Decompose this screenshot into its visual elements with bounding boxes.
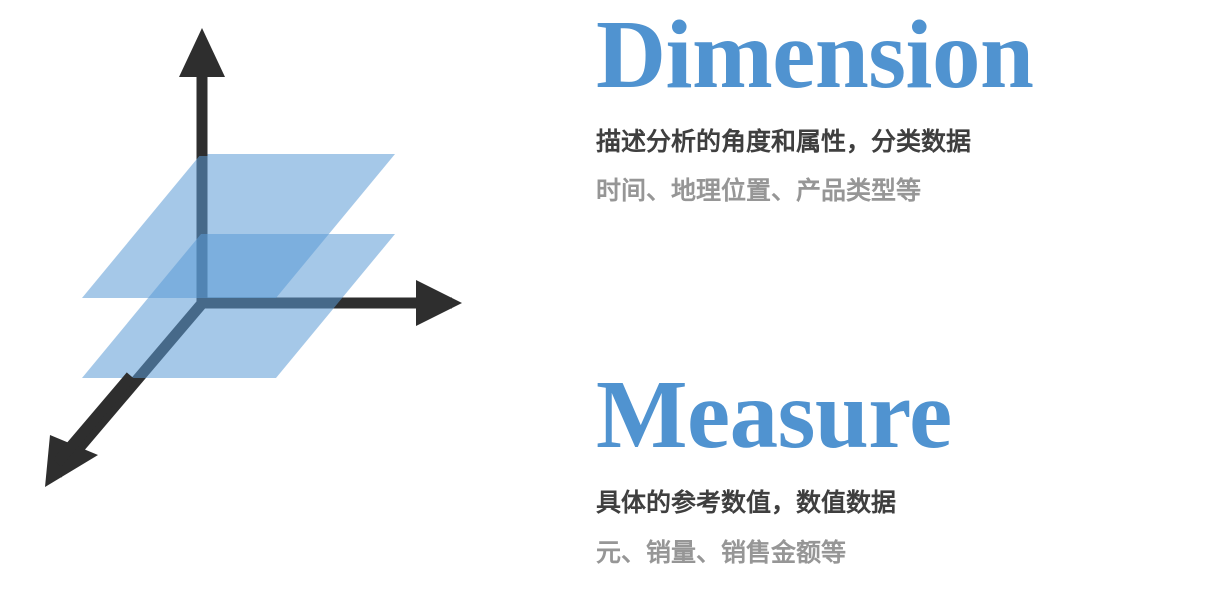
depth-axis-exposed [52,372,136,467]
dimension-heading: Dimension [596,1,1034,108]
text-column: Dimension 描述分析的角度和属性，分类数据 时间、地理位置、产品类型等 … [596,0,1218,614]
planes-group [82,154,395,378]
measure-heading: Measure [596,361,952,468]
lower-plane [82,234,395,378]
depth-axis-arrowhead [45,435,98,487]
vertical-axis-arrowhead [179,28,225,77]
dimension-measure-illustration [0,0,580,614]
section-measure: Measure 具体的参考数值，数值数据 元、销量、销售金额等 [596,358,1218,566]
axis-lines-front [52,60,452,467]
axes-diagram-svg [45,28,462,487]
measure-examples: 元、销量、销售金额等 [596,538,847,567]
upper-plane [82,154,395,298]
dimension-examples: 时间、地理位置、产品类型等 [596,176,922,205]
measure-description: 具体的参考数值，数值数据 [596,488,897,517]
dimension-description: 描述分析的角度和属性，分类数据 [596,127,972,156]
section-dimension: Dimension 描述分析的角度和属性，分类数据 时间、地理位置、产品类型等 [596,0,1218,204]
